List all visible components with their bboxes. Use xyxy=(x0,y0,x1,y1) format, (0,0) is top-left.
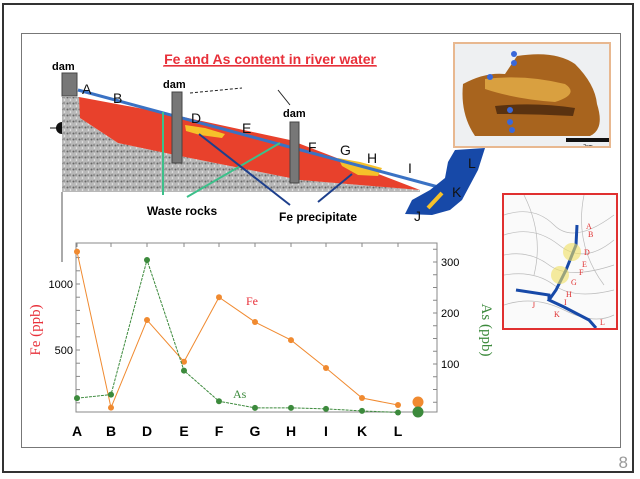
scale-label: 2cm xyxy=(583,144,592,148)
fe-data-point xyxy=(108,404,114,411)
map-label-b: B xyxy=(588,230,593,239)
x-tick-label: D xyxy=(142,423,152,439)
as-data-point xyxy=(74,395,80,402)
fe-precipitate-label: Fe precipitate xyxy=(279,210,357,224)
right-tick-label: 200 xyxy=(441,308,459,320)
point-j: J xyxy=(414,208,421,224)
point-h: H xyxy=(367,150,377,166)
point-g: G xyxy=(340,142,351,158)
x-tick-label: F xyxy=(215,423,224,439)
dam-label-3: dam xyxy=(283,108,306,120)
as-data-point xyxy=(395,409,401,416)
dam-2 xyxy=(171,91,183,164)
point-b: B xyxy=(113,90,122,106)
map-label-i: I xyxy=(564,298,567,307)
fe-data-point xyxy=(288,337,294,344)
y-axis-left-label: Fe (ppb) xyxy=(28,304,44,355)
main-river-shape xyxy=(405,148,485,215)
waste-rocks-label: Waste rocks xyxy=(147,204,218,218)
waste-rock-pointer-2 xyxy=(186,142,281,198)
bedrock-gravel xyxy=(62,97,420,192)
fe-legend-marker xyxy=(412,396,424,408)
point-k: K xyxy=(452,184,462,200)
tributary-arrow xyxy=(426,191,444,210)
fe-data-point xyxy=(395,402,401,409)
fe-precipitate-photo: 2cm xyxy=(453,42,611,148)
as-data-point xyxy=(323,405,329,412)
fe-as-chart: Fe (ppb) As (ppb) Fe As 1000 500 300 200 100… xyxy=(28,242,494,439)
x-tick-label: A xyxy=(72,423,82,439)
topographic-map: A B D E F G H I J K L xyxy=(504,195,615,328)
as-series-line xyxy=(76,258,399,413)
precipitate-pointer-2 xyxy=(317,173,353,203)
x-tick-label: E xyxy=(179,423,188,439)
fe-data-point xyxy=(252,319,258,326)
slide-inner-frame xyxy=(21,33,621,448)
x-tick-label: G xyxy=(250,423,261,439)
dam-label-2: dam xyxy=(163,79,186,91)
point-f: F xyxy=(308,139,317,155)
map-label-l: L xyxy=(600,318,605,327)
fe-data-point xyxy=(74,248,80,255)
point-i: I xyxy=(408,160,412,176)
as-data-point xyxy=(288,404,294,411)
map-label-d: D xyxy=(584,248,590,257)
plot-area xyxy=(75,242,438,413)
river-water-line xyxy=(77,88,443,190)
precipitate-pointer-1 xyxy=(198,133,291,206)
dam-label-1: dam xyxy=(52,61,75,73)
as-data-point xyxy=(144,256,150,263)
x-tick-label: L xyxy=(394,423,403,439)
map-label-j: J xyxy=(532,301,535,310)
fe-data-point xyxy=(144,317,150,324)
as-data-point xyxy=(108,391,114,398)
map-label-k: K xyxy=(554,310,560,319)
dam-3 xyxy=(289,121,300,184)
as-data-point xyxy=(181,367,187,374)
left-tick-label: 1000 xyxy=(49,279,73,291)
fe-precipitate-d xyxy=(185,125,225,138)
y-axis-right-label: As (ppb) xyxy=(478,304,494,357)
as-series-label: As xyxy=(233,387,247,401)
pointer-line xyxy=(277,89,291,106)
right-tick-label: 100 xyxy=(441,359,459,371)
map-label-h: H xyxy=(566,290,572,299)
rock-sample-image: 2cm xyxy=(462,51,609,148)
fe-series-line xyxy=(76,251,399,410)
point-d: D xyxy=(191,110,201,126)
fe-series-label: Fe xyxy=(246,294,258,308)
fe-data-point xyxy=(359,395,365,402)
page-number: 8 xyxy=(618,453,628,472)
fe-data-point xyxy=(181,358,187,365)
x-tick-label: H xyxy=(286,423,296,439)
point-a: A xyxy=(82,81,92,97)
x-tick-label: K xyxy=(357,423,367,439)
as-legend-marker xyxy=(412,406,424,418)
x-tick-label: B xyxy=(106,423,116,439)
fe-data-point xyxy=(323,364,329,371)
point-e: E xyxy=(242,120,251,136)
left-tick-label: 500 xyxy=(55,345,73,357)
waste-rock-layer xyxy=(79,97,420,190)
point-l: L xyxy=(468,155,476,171)
map-label-a: A xyxy=(586,222,592,231)
slide-outer-frame xyxy=(2,3,634,473)
x-tick-label: I xyxy=(324,423,328,439)
as-data-point xyxy=(359,407,365,414)
dashed-pointer xyxy=(189,87,243,94)
fe-data-point xyxy=(216,294,222,301)
map-label-g: G xyxy=(571,278,577,287)
diagram-title: Fe and As content in river water xyxy=(164,51,376,67)
map-label-e: E xyxy=(582,260,587,269)
location-map: A B D E F G H I J K L xyxy=(502,193,618,330)
as-data-point xyxy=(252,404,258,411)
as-data-point xyxy=(216,398,222,405)
right-tick-label: 300 xyxy=(441,257,459,269)
map-label-f: F xyxy=(579,268,584,277)
dam-1 xyxy=(61,72,78,97)
